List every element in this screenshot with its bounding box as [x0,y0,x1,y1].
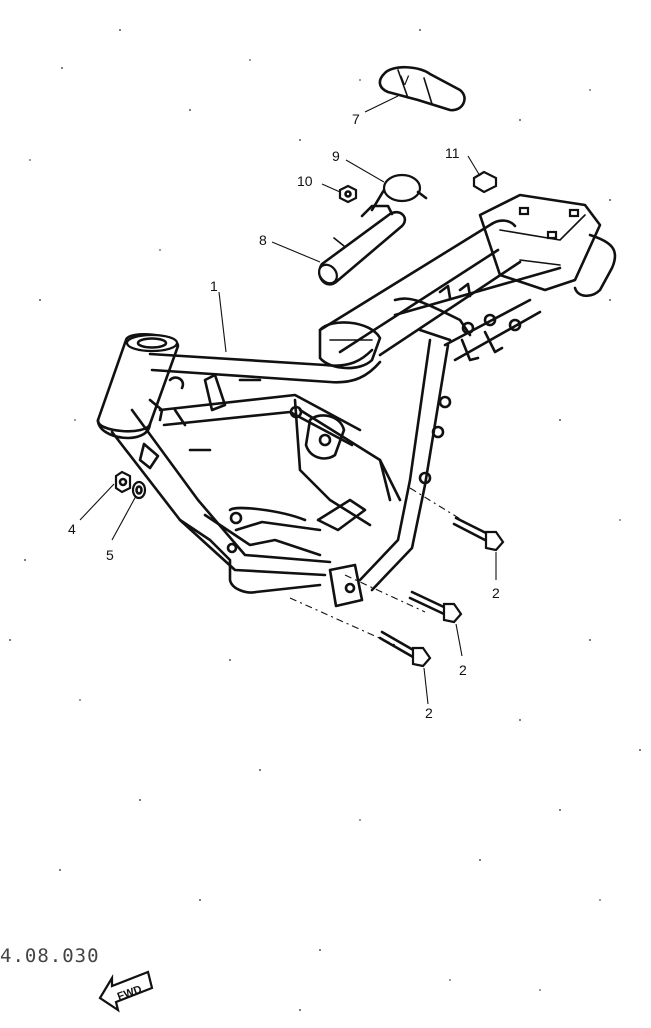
part-8-bracket [318,204,407,286]
figure-code: 4.08.030 [0,945,100,967]
part-7-band: V [378,65,466,112]
part-4-nut [114,470,132,494]
part-11-clip-nut [472,170,498,194]
part-2-bolt-lower [378,630,432,668]
main-frame [96,193,617,608]
svg-text:V: V [400,72,410,88]
part-2-bolt-middle [408,590,463,624]
forward-arrow-icon: FWD [98,970,154,1013]
callout-7: 7 [352,111,360,127]
part-5-washer [131,480,147,500]
callout-2a: 2 [492,585,500,601]
scan-noise [9,29,641,1011]
callout-5: 5 [106,547,114,563]
callout-11: 11 [445,145,460,161]
part-9-cap [370,173,428,212]
callout-1: 1 [210,278,218,294]
part-10-nut [338,184,358,204]
callout-8: 8 [259,232,267,248]
callout-4: 4 [68,521,76,537]
callout-2c: 2 [425,705,433,721]
callouts: 1 2 2 2 4 5 7 8 9 10 11 [68,111,500,721]
callout-9: 9 [332,148,340,164]
part-2-bolt-upper [452,516,505,552]
bolt-alignment-lines [289,487,471,646]
callout-2b: 2 [459,662,467,678]
callout-10: 10 [297,173,313,189]
leader-lines [79,95,497,705]
